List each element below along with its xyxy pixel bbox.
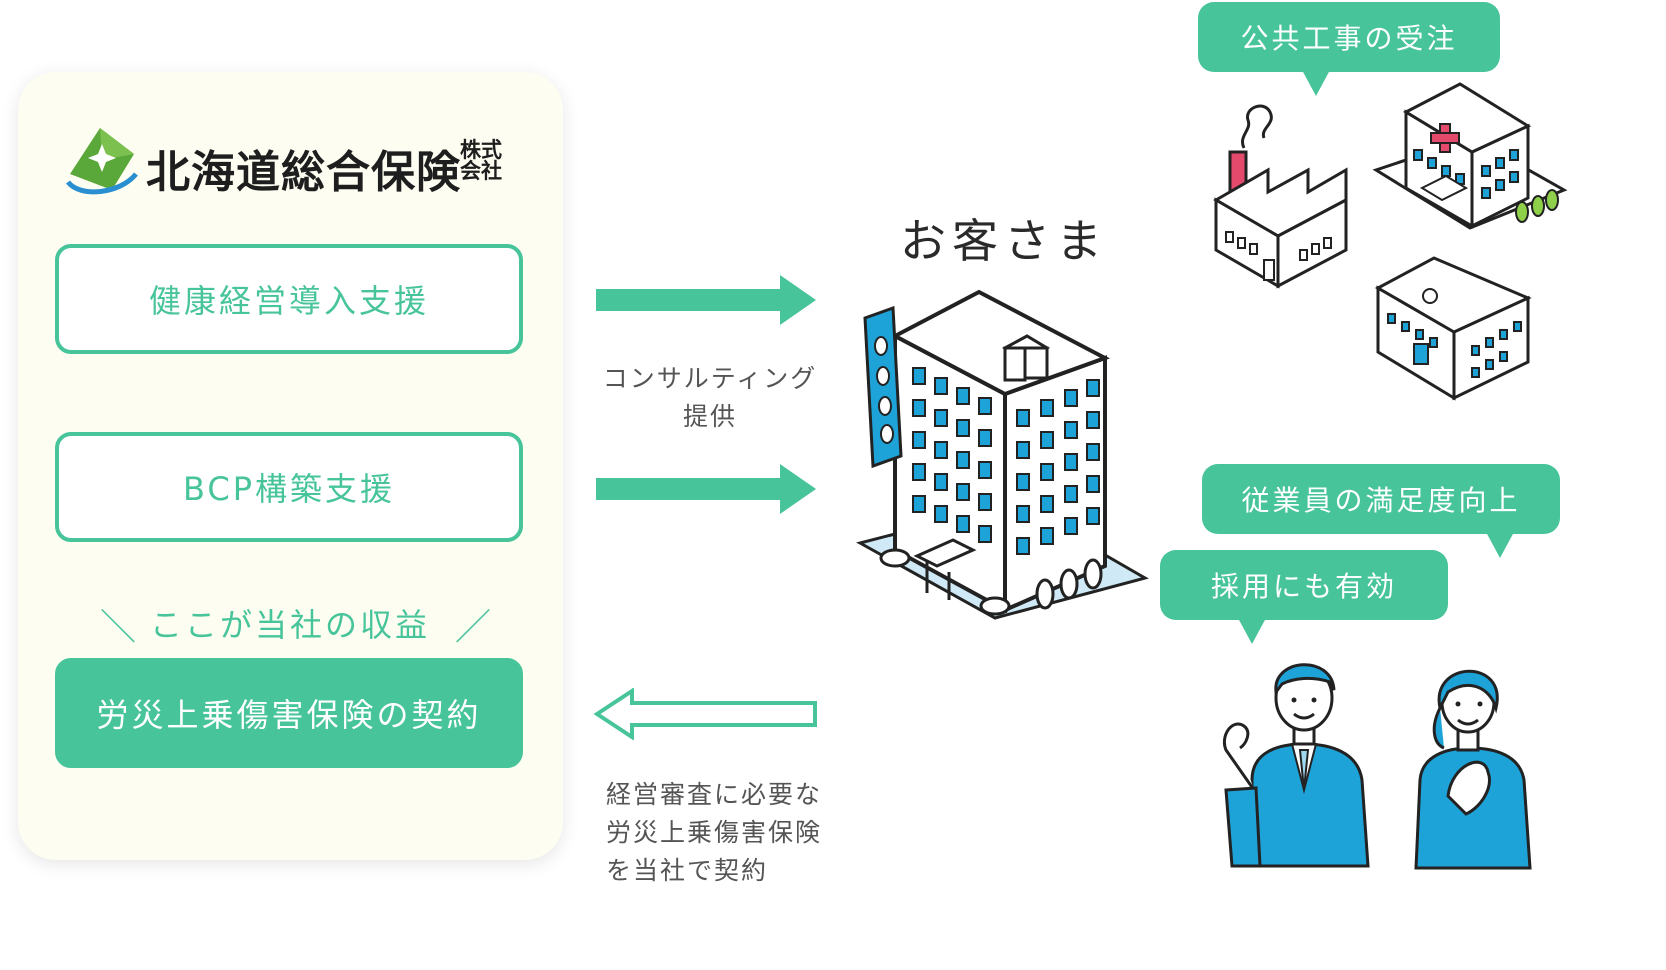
consulting-line2: 提供	[682, 402, 737, 431]
hospital-icon	[1372, 82, 1568, 230]
arrow-left-icon	[594, 688, 817, 740]
school-icon	[1374, 256, 1532, 401]
consulting-text: コンサルティング 提供	[600, 360, 820, 436]
benefit-bubble-public-works: 公共工事の受注	[1198, 2, 1500, 96]
contract-flow-text: 経営審査に必要な 労災上乗傷害保険 を当社で契約	[606, 776, 822, 890]
contract-flow-line2: 労災上乗傷害保険	[606, 818, 823, 847]
office-building-icon	[855, 289, 1149, 620]
benefit-bubble-recruitment: 採用にも有効	[1160, 550, 1448, 644]
company-name: 北海道総合保険	[146, 147, 461, 198]
company-suffix-line1: 株式	[460, 138, 502, 162]
arrow-right-icon	[596, 275, 816, 325]
customer-label: お客さま	[900, 214, 1108, 268]
benefit-public-works-label: 公共工事の受注	[1240, 22, 1458, 55]
bubble-tail	[1302, 70, 1330, 96]
bubble-tail	[1238, 618, 1266, 644]
benefit-recruitment-label: 採用にも有効	[1210, 570, 1397, 603]
profit-label: ここが当社の収益	[150, 606, 431, 644]
factory-icon	[1213, 104, 1348, 289]
businessman-icon	[1223, 663, 1370, 868]
company-suffix-line2: 会社	[460, 159, 502, 183]
benefit-employee-satisfaction-label: 従業員の満足度向上	[1241, 484, 1521, 517]
bubble-tail	[1486, 532, 1514, 558]
service-bcp: BCP構築支援	[55, 432, 523, 542]
benefit-bubble-employee-satisfaction: 従業員の満足度向上	[1202, 464, 1560, 558]
contract-box: 労災上乗傷害保険の契約	[55, 658, 523, 768]
consulting-line1: コンサルティング	[602, 364, 818, 393]
profit-slash-left: ＼	[100, 607, 137, 648]
contract-flow-line1: 経営審査に必要な	[606, 780, 823, 809]
profit-slash-right: ／	[455, 607, 492, 648]
company-suffix: 株式 会社	[460, 140, 502, 182]
contract-flow-line3: を当社で契約	[606, 856, 769, 885]
arrow-right-icon	[596, 464, 816, 514]
company-logo-icon	[66, 128, 138, 195]
businesswoman-icon	[1414, 669, 1532, 870]
service-health-management: 健康経営導入支援	[55, 244, 523, 354]
